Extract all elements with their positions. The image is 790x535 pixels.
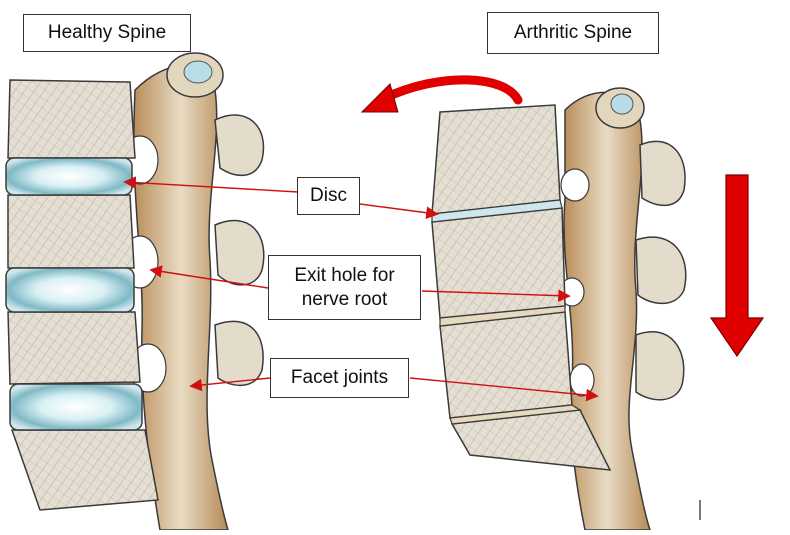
healthy-spine-title: Healthy Spine: [23, 14, 191, 52]
healthy-disc-3: [10, 384, 142, 430]
arthritic-vertebra-1: [432, 105, 560, 214]
arthritic-foramen-1: [561, 169, 589, 201]
arthritic-spine-title: Arthritic Spine: [487, 12, 659, 54]
healthy-vertebra-2: [8, 195, 134, 268]
healthy-vertebra-4: [12, 430, 158, 510]
rotation-arrowhead: [362, 84, 398, 112]
healthy-spinous-process-1: [215, 115, 264, 175]
healthy-spinous-process-2: [215, 221, 264, 285]
rotation-arrow: [385, 80, 518, 100]
healthy-spine-illustration: [6, 53, 264, 530]
arthritic-spinous-process-1: [640, 141, 685, 205]
healthy-spinous-process-3: [215, 321, 263, 385]
disc-callout: Disc: [297, 177, 360, 215]
compression-arrow: [711, 175, 763, 356]
arthritic-spine-illustration: [432, 88, 686, 530]
arthritic-spinous-process-3: [636, 332, 684, 400]
exit-hole-callout: Exit hole for nerve root: [268, 255, 421, 320]
arthritic-spinous-process-2: [636, 237, 686, 303]
arthritic-vertebra-3: [440, 312, 572, 418]
arthritic-foramen-3: [570, 364, 594, 396]
healthy-disc-2: [6, 268, 134, 312]
healthy-vertebra-3: [8, 312, 140, 384]
healthy-vertebra-1: [8, 80, 135, 158]
healthy-disc-1: [6, 158, 132, 195]
facet-joints-callout: Facet joints: [270, 358, 409, 398]
arthritic-vertebra-2: [432, 208, 565, 318]
